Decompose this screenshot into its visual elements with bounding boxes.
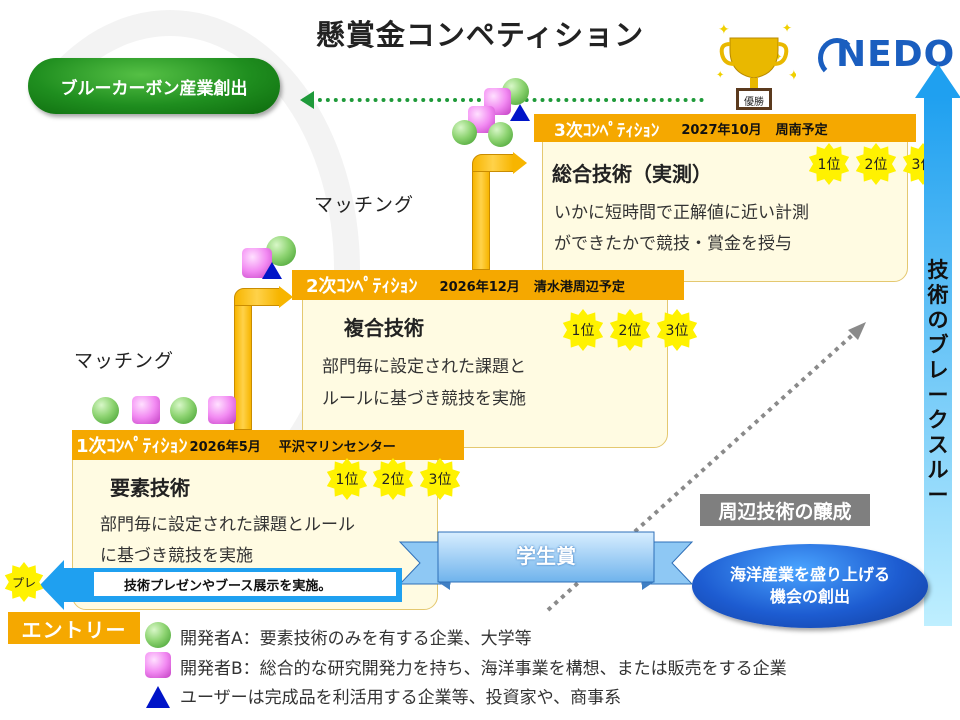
trophy-label: 優勝 bbox=[744, 97, 764, 108]
ocean-pill-line1: 海洋産業を盛り上げる bbox=[729, 565, 890, 584]
stage2-header: 2次ｺﾝﾍﾟﾃｨｼｮﾝ 2026年12月 清水港周辺予定 bbox=[292, 270, 684, 300]
breakthrough-char: レ bbox=[927, 358, 949, 382]
surrounding-tech-label: 周辺技術の醸成 bbox=[700, 494, 870, 526]
breakthrough-char: ル bbox=[927, 458, 949, 482]
legend-green-circle-icon bbox=[145, 622, 171, 648]
breakthrough-arrow bbox=[924, 96, 952, 626]
stage3-desc-1: いかに短時間で正解値に近い計測 bbox=[554, 203, 809, 223]
developer-a-icon bbox=[452, 120, 477, 145]
stage3-title: 3次ｺﾝﾍﾟﾃｨｼｮﾝ bbox=[554, 120, 660, 141]
developer-a-icon bbox=[92, 397, 119, 424]
user-icon bbox=[510, 104, 530, 121]
stage3-subtitle: 総合技術（実測） bbox=[552, 162, 712, 186]
legend-developer-b: 開発者B：総合的な研究開発力を持ち、海洋事業を構想、または販売をする企業 bbox=[180, 659, 787, 679]
entry-label: エントリー bbox=[8, 612, 140, 644]
svg-text:✦: ✦ bbox=[782, 21, 792, 35]
stage2-desc-2: ルールに基づき競技を実施 bbox=[322, 389, 526, 409]
developer-a-icon bbox=[488, 122, 513, 147]
page-title: 懸賞金コンペティション bbox=[315, 18, 645, 52]
stage3-box bbox=[542, 116, 908, 282]
breakthrough-char: ク bbox=[927, 408, 949, 432]
entry-arrow-head bbox=[40, 560, 64, 610]
breakthrough-char: ス bbox=[927, 433, 949, 457]
stage3-date: 2027年10月 bbox=[681, 122, 762, 138]
student-award-label: 学生賞 bbox=[516, 544, 576, 568]
stage2-title: 2次ｺﾝﾍﾟﾃｨｼｮﾝ bbox=[306, 276, 418, 297]
pre-badge: プレ bbox=[4, 562, 44, 602]
developer-b-icon bbox=[208, 396, 236, 424]
breakthrough-char: ー bbox=[927, 383, 949, 407]
step-arrow-2-shaft bbox=[472, 158, 490, 270]
step-arrow-1-head bbox=[279, 286, 293, 308]
matching-label-1: マッチング bbox=[74, 350, 175, 372]
stage1-subtitle: 要素技術 bbox=[110, 476, 190, 500]
ocean-pill-line2: 機会の創出 bbox=[769, 587, 850, 606]
breakthrough-char: ー bbox=[927, 483, 949, 507]
stage1-desc-1: 部門毎に設定された課題とルール bbox=[100, 515, 355, 535]
stage1-desc-2: に基づき競技を実施 bbox=[100, 546, 253, 566]
stage2-date: 2026年12月 bbox=[439, 279, 520, 295]
step-arrow-2-top bbox=[472, 154, 514, 172]
svg-text:✦: ✦ bbox=[718, 22, 730, 38]
presentation-note-box bbox=[92, 570, 398, 598]
presentation-note: 技術プレゼンやブース展示を実施。 bbox=[124, 579, 332, 594]
developer-a-icon bbox=[170, 397, 197, 424]
legend-blue-triangle-icon bbox=[146, 686, 170, 708]
breakthrough-arrow-head bbox=[915, 64, 960, 98]
stage1-date: 2026年5月 bbox=[189, 439, 261, 455]
matching-label-2: マッチング bbox=[314, 194, 415, 216]
breakthrough-char: ブ bbox=[927, 333, 949, 357]
svg-text:✦: ✦ bbox=[774, 52, 782, 63]
trophy-icon: ✦ ✦ ✦ ✦ ✦ 優勝 bbox=[716, 20, 800, 112]
stage2-venue: 清水港周辺予定 bbox=[533, 279, 625, 295]
developer-b-icon bbox=[132, 396, 160, 424]
goal-arrow-head bbox=[300, 91, 314, 109]
breakthrough-char: の bbox=[927, 308, 949, 332]
svg-text:✦: ✦ bbox=[788, 68, 796, 84]
diagonal-dotted-arrow bbox=[546, 322, 866, 612]
nedo-logo-arc bbox=[818, 38, 856, 78]
step-arrow-2-head bbox=[513, 152, 527, 174]
goal-pill: ブルーカーボン産業創出 bbox=[28, 58, 280, 114]
breakthrough-char: 技 bbox=[927, 258, 949, 282]
step-arrow-1-shaft bbox=[234, 292, 252, 430]
breakthrough-label: 技 術 の ブ レ ー ク ス ル ー bbox=[924, 258, 952, 508]
stage1-venue: 平沢マリンセンター bbox=[278, 439, 396, 455]
stage3-header: 3次ｺﾝﾍﾟﾃｨｼｮﾝ 2027年10月 周南予定 bbox=[534, 114, 916, 142]
svg-text:✦: ✦ bbox=[716, 70, 724, 81]
student-award-ribbon bbox=[398, 531, 694, 590]
legend-user: ユーザーは完成品を利活用する企業等、投資家や、商事系 bbox=[180, 688, 622, 708]
stage2-desc-1: 部門毎に設定された課題と bbox=[322, 357, 526, 377]
ocean-industry-pill: 海洋産業を盛り上げる 機会の創出 bbox=[692, 544, 928, 628]
legend-developer-a: 開発者A：要素技術のみを有する企業、大学等 bbox=[180, 629, 532, 649]
stage1-title: 1次ｺﾝﾍﾟﾃｨｼｮﾝ bbox=[76, 436, 188, 457]
user-icon bbox=[262, 262, 282, 279]
stage1-header: 1次ｺﾝﾍﾟﾃｨｼｮﾝ 2026年5月 平沢マリンセンター bbox=[72, 430, 464, 460]
step-arrow-1-top bbox=[234, 288, 280, 306]
legend-pink-square-icon bbox=[145, 652, 171, 678]
stage3-desc-2: ができたかで競技・賞金を授与 bbox=[554, 234, 792, 254]
breakthrough-char: 術 bbox=[927, 283, 949, 307]
stage2-subtitle: 複合技術 bbox=[344, 316, 424, 340]
stage3-venue: 周南予定 bbox=[775, 122, 828, 138]
